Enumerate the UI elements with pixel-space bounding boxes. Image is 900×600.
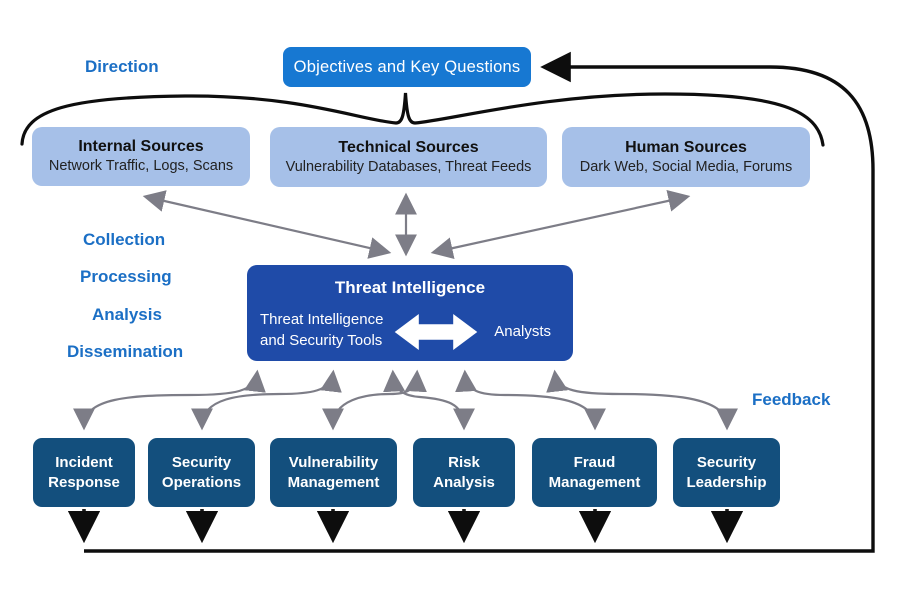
technical-sources-subtitle: Vulnerability Databases, Threat Feeds: [285, 158, 532, 175]
stage-label-direction: Direction: [85, 57, 159, 76]
stage-label-dissemination: Dissemination: [67, 342, 184, 361]
human-sources-box: Human Sources Dark Web, Social Media, Fo…: [562, 127, 810, 187]
ti-tools-label: Threat Intelligence and Security Tools: [260, 311, 384, 349]
ti-analysts-label: Analysts: [494, 323, 551, 340]
consumer-box-vulnerability-management: Vulnerability Management: [270, 438, 397, 507]
human-sources-title: Human Sources: [625, 138, 747, 156]
threat-intelligence-title: Threat Intelligence: [334, 278, 486, 297]
internal-sources-box: Internal Sources Network Traffic, Logs, …: [32, 127, 250, 186]
stage-label-processing: Processing: [80, 267, 172, 286]
double-arrow-icon: [394, 313, 478, 351]
technical-sources-title: Technical Sources: [338, 138, 479, 156]
stage-label-feedback: Feedback: [752, 390, 831, 409]
internal-sources-subtitle: Network Traffic, Logs, Scans: [48, 158, 234, 175]
objectives-box: Objectives and Key Questions: [283, 47, 531, 87]
consumer-feedback-arrows: [67, 509, 744, 544]
consumer-box-fraud-management: Fraud Management: [532, 438, 657, 507]
feedback-loop-arrow: [84, 51, 875, 553]
direction-brace: [20, 92, 825, 147]
consumer-box-risk-analysis: Risk Analysis: [413, 438, 515, 507]
internal-sources-title: Internal Sources: [78, 138, 204, 156]
human-sources-subtitle: Dark Web, Social Media, Forums: [579, 158, 793, 175]
stage-label-analysis: Analysis: [92, 305, 162, 324]
ti-consumer-arrows: [73, 369, 738, 431]
consumer-box-security-leadership: Security Leadership: [673, 438, 780, 507]
source-ti-arrows: [142, 190, 691, 259]
objectives-label: Objectives and Key Questions: [293, 57, 521, 76]
technical-sources-box: Technical Sources Vulnerability Database…: [270, 127, 547, 187]
consumer-box-incident-response: Incident Response: [33, 438, 135, 507]
stage-label-collection: Collection: [83, 230, 166, 249]
consumer-box-security-operations: Security Operations: [148, 438, 255, 507]
threat-intelligence-box: Threat Intelligence Threat Intelligence …: [247, 265, 573, 361]
